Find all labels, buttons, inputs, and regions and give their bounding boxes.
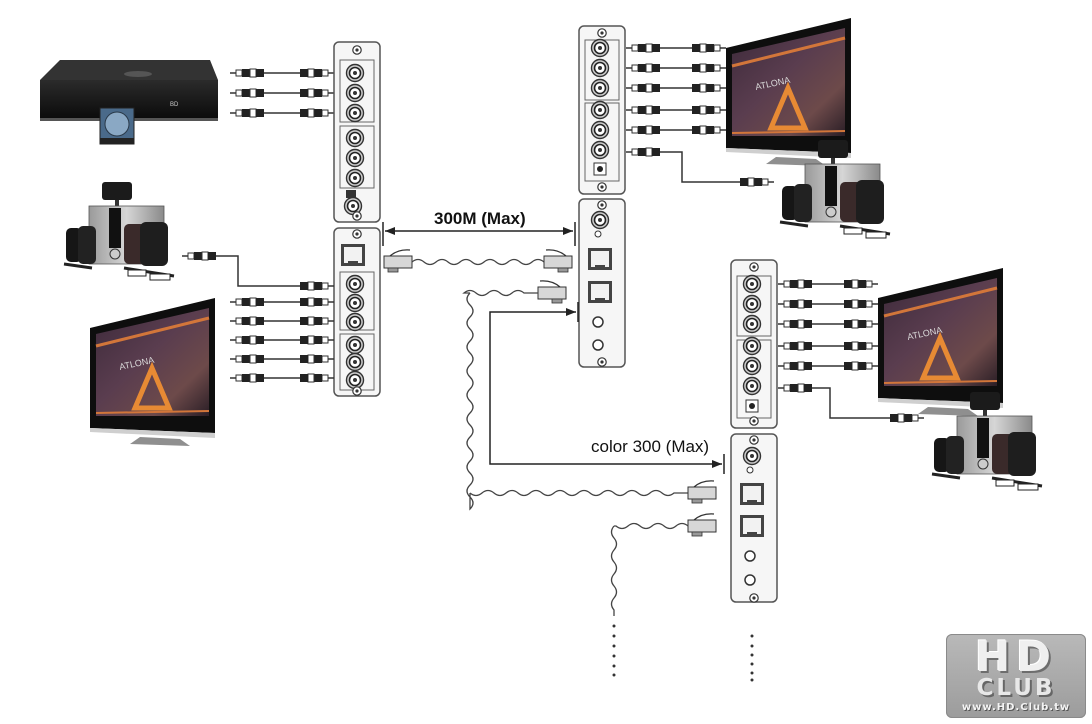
link-b-label: color 300 (Max) xyxy=(591,437,709,456)
continuation-cat5-cable xyxy=(610,513,717,616)
speakers-mid-right xyxy=(930,390,1044,492)
logo-url: www.HD.Club.tw xyxy=(961,702,1071,713)
source-component-cables xyxy=(229,68,335,118)
link-b-distance-indicator: color 300 (Max) xyxy=(489,302,725,474)
speakers-left-audio-cable xyxy=(181,251,335,291)
blu-ray-player: BD xyxy=(40,60,218,145)
logo-club: CLUB xyxy=(976,675,1056,701)
transmitter-av-panel xyxy=(333,41,381,223)
receiver-b-cat5-panel xyxy=(730,433,778,603)
receiver-a-cat5-panel xyxy=(578,198,626,368)
speakers-left xyxy=(62,180,176,282)
hd-club-logo: HD CLUB www.HD.Club.tw xyxy=(946,634,1086,718)
link-a-distance-indicator: 300M (Max) xyxy=(382,209,576,246)
tv-mid-right-cables xyxy=(777,279,925,423)
tv-left-component-cables xyxy=(229,297,335,383)
link-a-cat5-cable xyxy=(383,249,573,273)
receiver-b-av-panel xyxy=(730,259,778,429)
transmitter-cat5-panel xyxy=(333,227,381,397)
continuation-dots xyxy=(612,624,754,682)
link-a-label: 300M (Max) xyxy=(434,209,526,228)
link-b-cat5-cable xyxy=(462,280,717,511)
receiver-a-av-panel xyxy=(578,25,626,195)
tv-left xyxy=(90,298,215,446)
logo-hd: HD xyxy=(974,632,1057,681)
tv-top-right-cables xyxy=(625,43,775,187)
svg-text:BD: BD xyxy=(170,102,179,108)
